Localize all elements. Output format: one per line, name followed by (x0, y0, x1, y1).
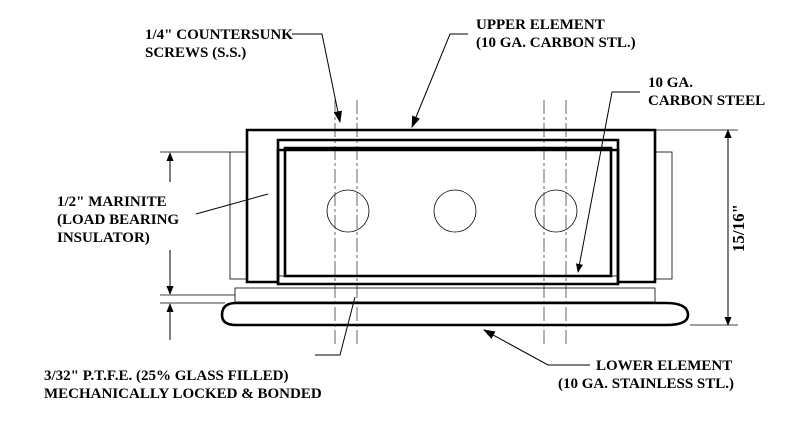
label-upper-line2: (10 GA. CARBON STL.) (476, 35, 636, 51)
label-lower-element: LOWER ELEMENT (10 GA. STAINLESS STL.) (558, 358, 736, 392)
label-marinite-line2: (LOAD BEARING (57, 212, 179, 228)
label-marinite-line1: 1/2" MARINITE (57, 194, 167, 210)
screw-hole-center (433, 189, 477, 233)
leader-lower (482, 329, 590, 366)
marinite-dimension (160, 151, 235, 340)
label-ptfe-line1: 3/32" P.T.F.E. (25% GLASS FILLED) (44, 368, 289, 384)
label-marinite: 1/2" MARINITE (LOAD BEARING INSULATOR) (57, 194, 183, 246)
leader-marinite (195, 193, 269, 215)
marinite-block-left (229, 151, 248, 280)
label-ptfe: 3/32" P.T.F.E. (25% GLASS FILLED) MECHAN… (44, 368, 322, 402)
ptfe-layer (234, 287, 656, 303)
screw-hole-left (326, 189, 370, 233)
leader-carbon (575, 91, 640, 273)
label-countersunk: 1/4" COUNTERSUNK SCREWS (S.S.) (145, 27, 297, 61)
label-marinite-line3: INSULATOR) (57, 230, 150, 246)
leader-countersunk (292, 33, 342, 124)
screw-hole-right (534, 189, 578, 233)
marinite-core (277, 149, 619, 277)
label-carbon-steel: 10 GA. CARBON STEEL (648, 75, 765, 109)
marinite-insulator (229, 151, 673, 280)
label-lower-line2: (10 GA. STAINLESS STL.) (558, 376, 734, 392)
lower-element (220, 301, 690, 327)
label-upper-element: UPPER ELEMENT (10 GA. CARBON STL.) (476, 17, 636, 51)
screw-holes (326, 189, 578, 233)
label-lower-line1: LOWER ELEMENT (596, 358, 732, 374)
screw-centerlines (334, 100, 567, 345)
label-countersunk-line2: SCREWS (S.S.) (145, 45, 246, 61)
label-countersunk-line1: 1/4" COUNTERSUNK (145, 27, 293, 43)
leader-upper (411, 33, 468, 129)
label-ptfe-line2: MECHANICALLY LOCKED & BONDED (44, 386, 322, 402)
marinite-block-right (654, 151, 673, 280)
label-upper-line1: UPPER ELEMENT (476, 17, 605, 33)
leader-ptfe (315, 296, 356, 356)
upper-element (245, 128, 657, 284)
carbon-steel-element (276, 138, 620, 286)
label-carbon-line1: 10 GA. (648, 75, 693, 91)
dimension-label: 15/16" (729, 204, 748, 252)
dimension-15-16: 15/16" (655, 129, 748, 326)
label-carbon-line2: CARBON STEEL (648, 93, 765, 109)
